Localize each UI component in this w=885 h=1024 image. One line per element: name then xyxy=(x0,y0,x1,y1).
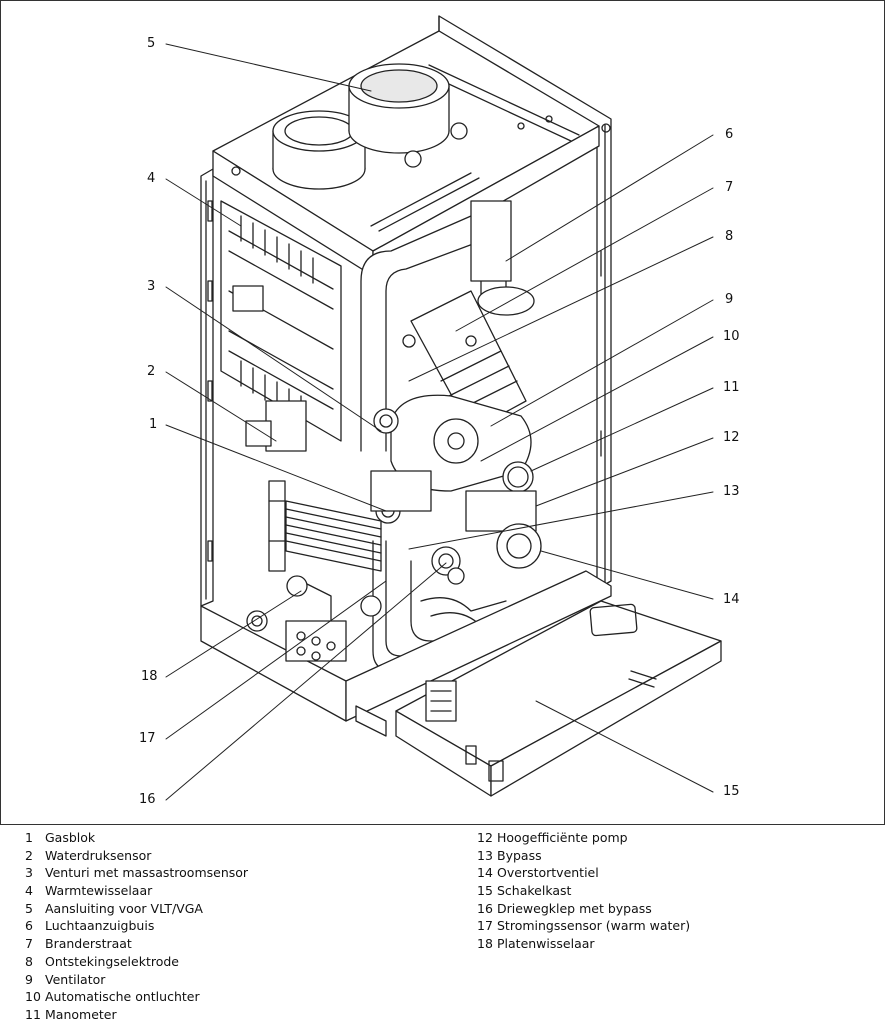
legend-item: 12 Hoogefficiënte pomp xyxy=(477,829,690,847)
air-intake xyxy=(360,200,535,452)
legend-label: Platenwisselaar xyxy=(497,936,595,952)
legend-number: 13 xyxy=(477,847,493,863)
legend-number: 14 xyxy=(477,865,493,881)
base-tray xyxy=(200,570,612,737)
legend-label: Ontstekingselektrode xyxy=(45,953,179,969)
legend-item: 6 Luchtaanzuigbuis xyxy=(25,917,248,935)
legend-number: 11 xyxy=(25,1006,41,1022)
legend-number: 17 xyxy=(477,918,493,934)
legend-item: 2 Waterdruksensor xyxy=(25,847,248,865)
legend-number: 12 xyxy=(477,830,493,845)
boiler-diagram: 5 4 3 2 1 6 7 8 9 10 11 12 13 14 15 18 1… xyxy=(0,0,885,825)
flue-connection xyxy=(272,63,468,190)
legend-item: 1 Gasblok xyxy=(25,829,248,847)
legend-label: Ventilator xyxy=(45,971,106,987)
callout-13: 13 xyxy=(723,484,740,499)
callout-12: 12 xyxy=(723,430,740,445)
legend-item: 4 Warmtewisselaar xyxy=(25,882,248,900)
callout-8: 8 xyxy=(725,229,734,244)
callout-6: 6 xyxy=(725,127,734,142)
legend-number: 2 xyxy=(25,847,33,863)
legend-item: 14 Overstortventiel xyxy=(477,864,690,882)
pump xyxy=(465,490,542,569)
callout-2: 2 xyxy=(147,364,156,379)
legend-label: Waterdruksensor xyxy=(45,847,152,863)
legend-item: 9 Ventilator xyxy=(25,971,248,989)
callout-10: 10 xyxy=(723,329,740,344)
legend-label: Stromingssensor (warm water) xyxy=(497,918,691,934)
legend-label: Hoogefficiënte pomp xyxy=(497,830,628,845)
side-frame xyxy=(200,168,214,607)
legend-number: 8 xyxy=(25,953,33,969)
legend-label: Schakelkast xyxy=(497,883,572,899)
legend-item: 8 Ontstekingselektrode xyxy=(25,953,248,971)
legend-number: 15 xyxy=(477,883,493,899)
legend-number: 6 xyxy=(25,918,33,934)
legend-label: Branderstraat xyxy=(45,936,132,952)
switch-box xyxy=(395,600,722,797)
callout-18: 18 xyxy=(141,669,158,684)
callout-3: 3 xyxy=(147,279,156,294)
legend-number: 3 xyxy=(25,865,33,881)
leader-lines xyxy=(165,43,714,801)
legend-number: 16 xyxy=(477,900,493,916)
legend-label: Gasblok xyxy=(45,830,96,845)
callout-17: 17 xyxy=(139,731,156,746)
callout-7: 7 xyxy=(725,180,734,195)
legend-label: Manometer xyxy=(45,1006,117,1022)
callout-16: 16 xyxy=(139,792,156,807)
manometer xyxy=(502,461,534,493)
legend: 1 Gasblok 2 Waterdruksensor 3 Venturi met m… xyxy=(0,829,885,1024)
legend-number: 10 xyxy=(25,989,41,1005)
callout-15: 15 xyxy=(723,784,740,799)
legend-label: Aansluiting voor VLT/VGA xyxy=(45,900,203,916)
callout-5: 5 xyxy=(147,36,156,51)
callout-1: 1 xyxy=(149,417,158,432)
legend-label: Driewegklep met bypass xyxy=(497,900,652,916)
callout-9: 9 xyxy=(725,292,734,307)
legend-number: 9 xyxy=(25,971,33,987)
plate-heat-exchanger xyxy=(285,500,382,572)
legend-label: Bypass xyxy=(497,847,542,863)
legend-label: Overstortventiel xyxy=(497,865,599,881)
legend-number: 1 xyxy=(25,830,33,845)
legend-label: Warmtewisselaar xyxy=(45,883,153,899)
legend-item: 5 Aansluiting voor VLT/VGA xyxy=(25,900,248,918)
legend-item: 7 Branderstraat xyxy=(25,935,248,953)
boiler-illustration xyxy=(165,15,722,801)
legend-column-left: 1 Gasblok 2 Waterdruksensor 3 Venturi met m… xyxy=(25,829,248,1024)
legend-label: Luchtaanzuigbuis xyxy=(45,918,155,934)
legend-label: Venturi met massastroomsensor xyxy=(45,865,249,881)
legend-number: 7 xyxy=(25,936,33,952)
callout-11: 11 xyxy=(723,380,740,395)
legend-number: 4 xyxy=(25,883,33,899)
legend-item: 3 Venturi met massastroomsensor xyxy=(25,864,248,882)
heat-exchanger xyxy=(220,200,342,442)
legend-number: 18 xyxy=(477,936,493,952)
legend-label: Automatische ontluchter xyxy=(45,989,200,1005)
legend-number: 5 xyxy=(25,900,33,916)
callout-4: 4 xyxy=(147,171,156,186)
callout-14: 14 xyxy=(723,592,740,607)
